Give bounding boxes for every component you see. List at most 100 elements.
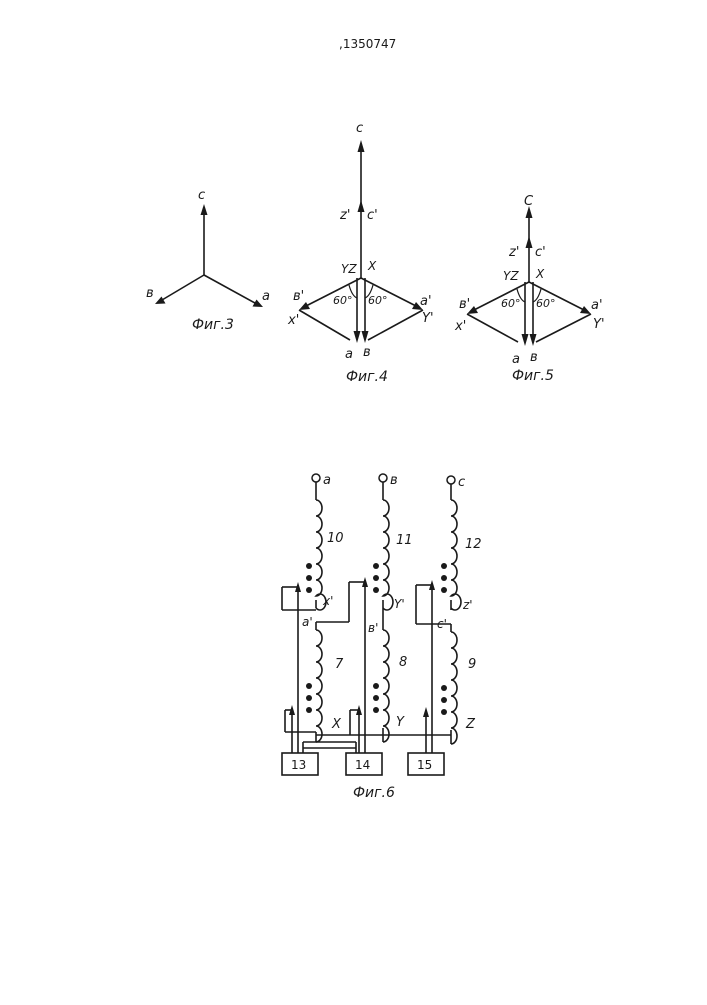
label-x: X <box>535 267 545 281</box>
vector-y-prime-b <box>368 310 423 340</box>
coil-number-11: 11 <box>396 533 413 548</box>
switch-arrow <box>423 707 429 717</box>
label-a: a <box>262 289 270 304</box>
arrowhead-c-prime <box>526 236 533 248</box>
angle-label-right: 60° <box>368 294 388 307</box>
block-label-14: 14 <box>355 758 370 772</box>
arrowhead-a-prime <box>580 306 591 314</box>
figure-4: c z' c' YZ X в' x' a' Y' 60° 60° a в Фиг… <box>287 121 434 385</box>
coil-number-7: 7 <box>335 657 344 672</box>
label-a-prime: a' <box>591 298 603 313</box>
arrowhead-b <box>362 331 369 343</box>
tap-label-z-prime: z' <box>462 598 473 612</box>
arrowhead-a <box>354 331 361 343</box>
angle-label-right: 60° <box>536 297 556 310</box>
vector-y-prime-b <box>536 314 591 342</box>
label-yz: YZ <box>341 262 357 276</box>
arrowhead-b <box>530 334 537 346</box>
terminal-b <box>379 474 387 482</box>
tap-dot <box>373 695 379 701</box>
angle-label-left: 60° <box>501 297 521 310</box>
arrowhead-a <box>522 334 529 346</box>
tap-label-a-prime: a' <box>302 615 313 629</box>
terminal-label-a: a <box>323 473 331 488</box>
tap-dot <box>306 587 312 593</box>
coil-number-12: 12 <box>465 537 482 552</box>
coil-9 <box>451 632 457 744</box>
coil-number-8: 8 <box>399 655 407 670</box>
tap-dot <box>306 575 312 581</box>
tap-dot <box>306 707 312 713</box>
vector-x-prime-a <box>467 314 518 342</box>
tap-dot <box>373 563 379 569</box>
coil-8 <box>383 630 389 742</box>
terminal-label-c: c <box>458 475 465 490</box>
vector-a <box>204 275 255 303</box>
label-c-prime: c' <box>535 245 546 260</box>
page-number: ,1350747 <box>339 37 396 51</box>
terminal-label-b: в <box>390 473 398 488</box>
label-yz: YZ <box>503 269 519 283</box>
coil-12 <box>451 500 461 610</box>
tap-dot <box>441 563 447 569</box>
label-x-prime: x' <box>454 319 466 334</box>
terminal-c <box>447 476 455 484</box>
coil-7 <box>316 630 322 742</box>
arrowhead-c-prime <box>358 200 365 212</box>
label-y-prime: Y' <box>422 311 434 326</box>
label-x: X <box>367 259 377 273</box>
arrowhead-c <box>201 204 208 215</box>
tap-dot <box>306 563 312 569</box>
label-x-prime: x' <box>287 313 299 328</box>
coil-number-9: 9 <box>468 657 476 672</box>
vector-x-prime-a <box>299 310 350 340</box>
label-c-prime: c' <box>367 208 378 223</box>
tap-dot <box>306 695 312 701</box>
label-y-prime: Y' <box>593 317 605 332</box>
label-b: в <box>146 286 154 301</box>
tap-dot <box>306 683 312 689</box>
tap-dot <box>373 587 379 593</box>
figure-3-caption: Фиг.3 <box>192 317 234 333</box>
tap-label-x-prime: x' <box>322 594 333 608</box>
label-b-prime: в' <box>459 297 470 312</box>
tap-label-b-prime: в' <box>368 621 378 635</box>
coil-number-10: 10 <box>327 531 344 546</box>
label-z-prime: z' <box>339 208 350 223</box>
figure-6-caption: Фиг.6 <box>353 785 395 801</box>
label-c: c <box>198 188 205 203</box>
tap-dot <box>373 707 379 713</box>
figure-5: C z' c' YZ X в' x' a' Y' 60° 60° a в Фиг… <box>454 194 605 384</box>
label-b: в <box>530 350 538 365</box>
tap-label-y: Y <box>396 715 405 730</box>
tap-label-c-prime: c' <box>437 617 447 631</box>
tap-dot <box>441 685 447 691</box>
label-b: в <box>363 345 371 360</box>
label-a: a <box>512 352 520 367</box>
tap-dot <box>441 697 447 703</box>
coil-11 <box>383 500 393 610</box>
block-label-15: 15 <box>417 758 432 772</box>
tap-dot <box>373 683 379 689</box>
block-label-13: 13 <box>291 758 306 772</box>
label-b-prime: в' <box>293 289 304 304</box>
label-a-prime: a' <box>420 294 432 309</box>
tap-dot <box>373 575 379 581</box>
figure-6: a в c 10 x' 11 Y' 12 z' <box>282 473 482 801</box>
tap-label-z: Z <box>465 717 476 732</box>
arrowhead-b <box>155 297 166 305</box>
vector-b <box>162 275 204 300</box>
label-c: C <box>524 194 534 209</box>
figure-3: c в a Фиг.3 <box>146 188 270 333</box>
angle-label-left: 60° <box>333 294 353 307</box>
tap-label-x: X <box>331 717 342 732</box>
terminal-a <box>312 474 320 482</box>
label-a: a <box>345 347 353 362</box>
label-c: c <box>356 121 363 136</box>
arrowhead-c <box>358 140 365 152</box>
figure-4-caption: Фиг.4 <box>346 369 388 385</box>
label-z-prime: z' <box>508 245 519 260</box>
figure-5-caption: Фиг.5 <box>512 368 554 384</box>
